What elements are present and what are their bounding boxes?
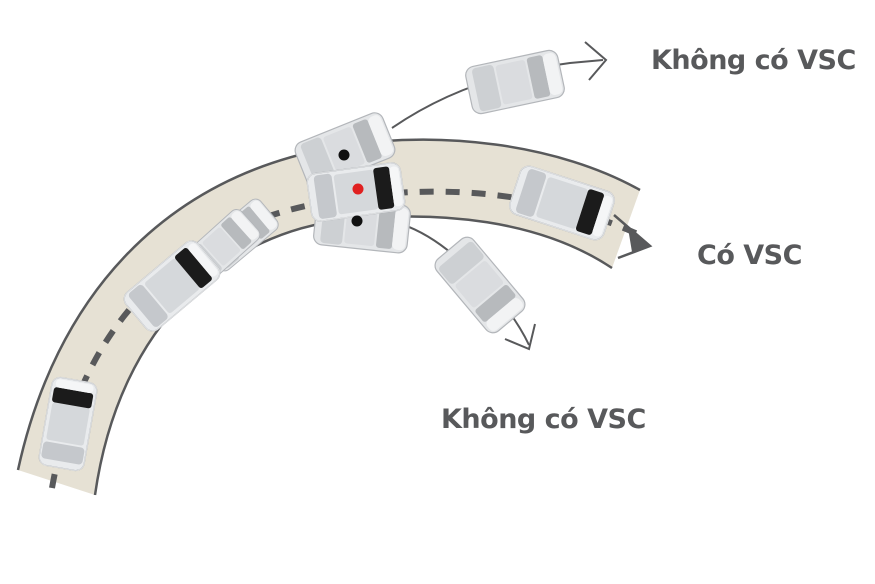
label-with-vsc: Có VSC — [697, 240, 802, 271]
marker-red-icon — [352, 183, 364, 195]
arrow-bottom-icon — [504, 323, 536, 351]
label-without-vsc-top: Không có VSC — [651, 45, 856, 76]
arrow-with-vsc-icon — [613, 214, 653, 260]
car-slide-top — [463, 48, 567, 116]
label-without-vsc-bottom: Không có VSC — [441, 404, 646, 435]
marker-black-top-icon — [338, 149, 350, 161]
arrow-top-icon — [584, 41, 608, 81]
marker-black-bottom-icon — [351, 215, 363, 227]
road-surface — [18, 139, 640, 495]
